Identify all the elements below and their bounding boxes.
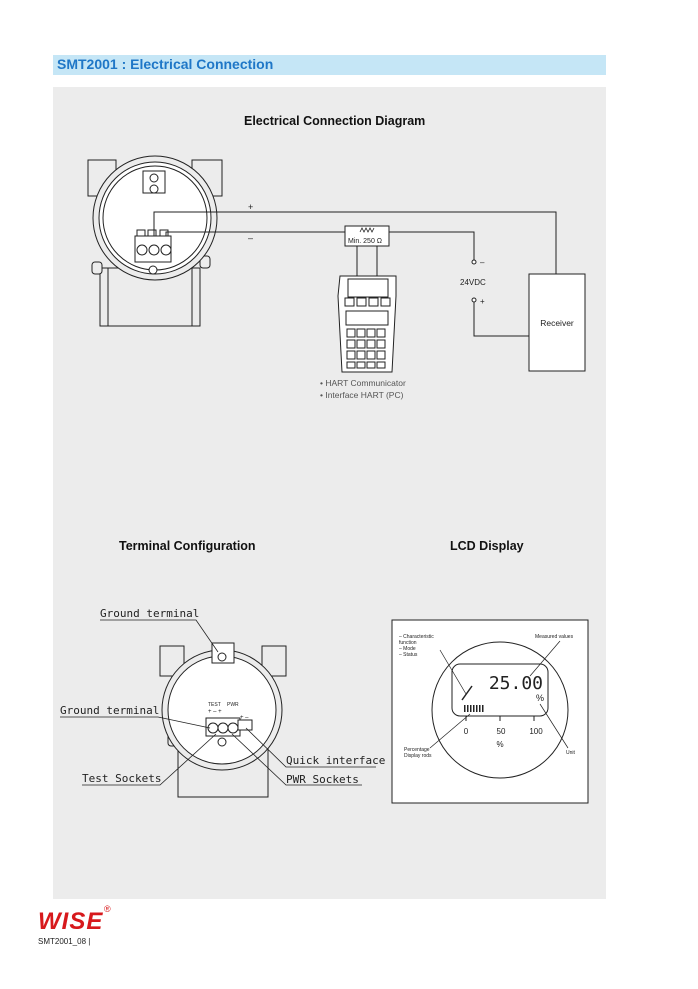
resistor-label: Min. 250 Ω [348,238,382,245]
page-title: SMT2001 : Electrical Connection [57,56,274,72]
registered-mark: ® [104,904,111,914]
electrical-diagram-title: Electrical Connection Diagram [244,114,426,128]
lcd-scale-0: 0 [464,727,469,736]
lcd-mode-indicator [461,685,473,701]
lcd-display-title: LCD Display [450,539,524,553]
ground-terminal-left-label: Ground terminal [60,704,159,717]
lcd-label-percentage: Percentage [404,747,430,753]
document-code: SMT2001_08 | [38,937,91,946]
quick-signs: + – [240,715,249,721]
quick-interface-label: Quick interface [286,754,385,767]
lcd-label-function: function [399,640,417,646]
lcd-scale-ticks [465,716,535,721]
pwr-label: PWR [227,702,239,708]
terminal-housing [159,642,287,798]
transmitter-housing [87,155,223,327]
plus-sign: + [248,202,253,212]
lcd-reading: 25.00 [489,673,543,694]
lcd-label-status: – Status [399,652,418,658]
lcd-label-display-rods: Display rods [404,753,432,759]
ground-terminal-top-label: Ground terminal [100,607,199,620]
header-bar: SMT2001 : Electrical Connection [53,55,606,75]
supply-minus-terminal [471,259,477,265]
signal-wires [153,211,557,337]
lcd-label-mode: – Mode [399,646,416,652]
hart-communicator-label: • HART Communicator [320,378,406,388]
test-sockets-label: Test Sockets [82,772,161,785]
lcd-bargraph [464,705,484,712]
hart-interface-label: • Interface HART (PC) [320,390,404,400]
supply-plus-sign: + [480,297,485,306]
lcd-label-measured-values: Measured values [535,634,574,640]
minus-sign: – [248,233,253,243]
test-label: TEST [208,702,221,708]
receiver-box [528,273,586,372]
lcd-label-characteristic: – Characteristic [399,634,434,640]
lcd-leader-lines [429,640,569,749]
supply-label: 24VDC [460,278,486,287]
lcd-scale-50: 50 [497,727,506,736]
lcd-scale-unit: % [496,740,503,749]
supply-plus-terminal [471,297,477,303]
wise-logo: WISE [38,908,104,935]
receiver-label: Receiver [540,318,574,328]
terminal-config-title: Terminal Configuration [119,539,256,553]
lcd-label-unit: Unit [566,750,576,756]
resistor-box: Min. 250 Ω [344,225,390,247]
terminal-leader-lines [60,619,376,786]
hart-communicator-icon [337,275,397,373]
lcd-scale-100: 100 [529,727,543,736]
supply-minus-sign: – [480,258,485,267]
lcd-unit-symbol: % [536,693,544,703]
pwr-sockets-label: PWR Sockets [286,773,359,786]
terminal-signs: + – + [208,709,222,715]
